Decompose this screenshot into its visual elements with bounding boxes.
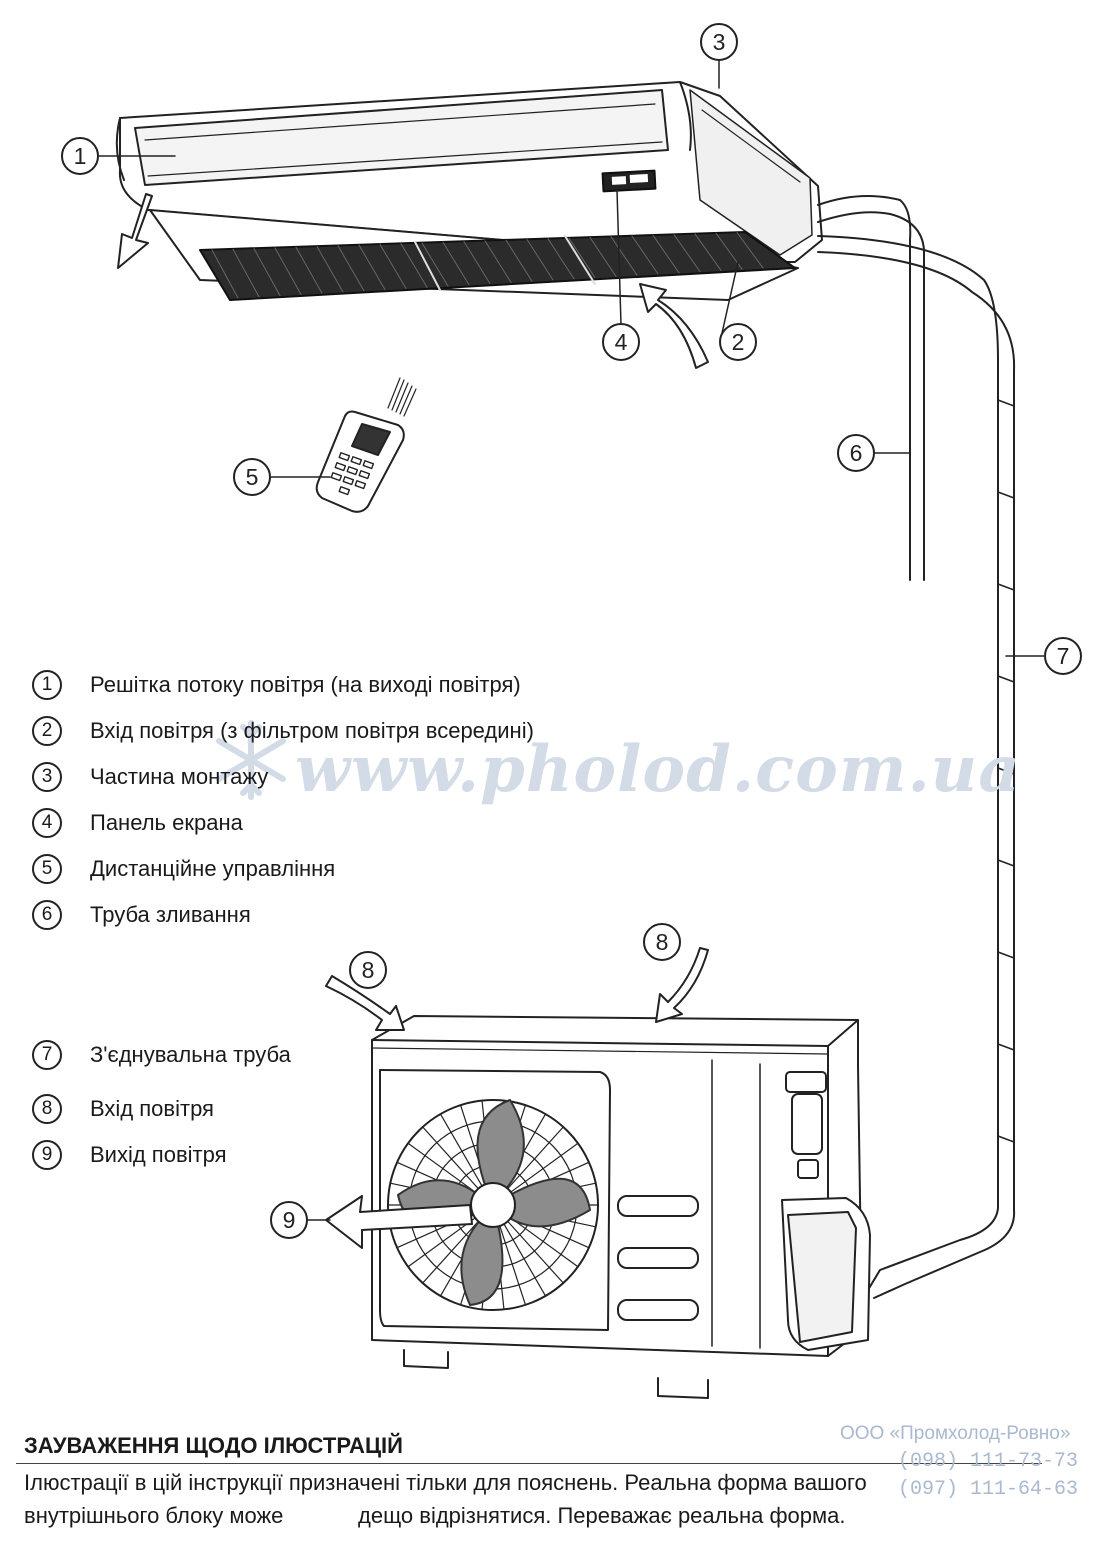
legend-label: Вхід повітря (з фільтром повітря всереди… <box>90 718 534 743</box>
callout-number: 8 <box>362 957 375 983</box>
legend-item: 4 Панель екрана <box>32 808 243 838</box>
company-name: ООО «Промхолод-Ровно» <box>839 1423 1071 1444</box>
callout-number: 5 <box>246 464 259 490</box>
callout-c5: 5 <box>233 458 271 496</box>
legend-item: 9 Вихід повітря <box>32 1140 227 1170</box>
legend-item: 6 Труба зливання <box>32 900 251 930</box>
callout-number: 7 <box>1057 643 1070 669</box>
callout-number: 3 <box>713 29 726 55</box>
legend-item: 8 Вхід повітря <box>32 1094 214 1124</box>
legend-label: Труба зливання <box>90 902 251 927</box>
legend-label: З'єднувальна труба <box>90 1042 291 1067</box>
service-valves <box>785 1071 827 1179</box>
note-divider <box>16 1463 1042 1464</box>
outdoor-unit <box>371 1015 871 1399</box>
note-line-2a: внутрішнього блоку може <box>24 1503 284 1528</box>
callout-c8a: 8 <box>349 951 387 989</box>
callout-c4: 4 <box>602 323 640 361</box>
terminal-cover <box>781 1197 871 1351</box>
company-info: ООО «Промхолод-Ровно» (098) 111-73-73 (0… <box>840 1420 1078 1504</box>
inlet-grille <box>199 231 796 301</box>
legend-item: 5 Дистанційне управління <box>32 854 335 884</box>
callout-c9: 9 <box>270 1201 308 1239</box>
connecting-pipe <box>817 235 1016 1299</box>
watermark: www.pholod.com.ua <box>295 732 1021 807</box>
callout-c1: 1 <box>61 137 99 175</box>
legend-number: 2 <box>32 716 62 746</box>
company-phone-2: (097) 111-64-63 <box>897 1478 1078 1501</box>
legend-item: 7 З'єднувальна труба <box>32 1040 291 1070</box>
legend-label: Вхід повітря <box>90 1096 214 1121</box>
callout-c8b: 8 <box>643 923 681 961</box>
outlet-arrow <box>117 193 153 269</box>
legend-number: 6 <box>32 900 62 930</box>
callout-c7: 7 <box>1044 637 1082 675</box>
legend-number: 1 <box>32 670 62 700</box>
legend-label: Панель екрана <box>90 810 243 835</box>
snowflake-icon <box>216 720 286 800</box>
legend-label: Частина монтажу <box>90 764 269 789</box>
legend-number: 7 <box>32 1040 62 1070</box>
legend-number: 9 <box>32 1140 62 1170</box>
legend-item: 1 Решітка потоку повітря (на виході повіт… <box>32 670 521 700</box>
callout-number: 6 <box>850 440 863 466</box>
display-panel <box>601 169 657 193</box>
callout-c3: 3 <box>700 23 738 61</box>
legend-label: Дистанційне управління <box>90 856 336 881</box>
callout-number: 4 <box>615 329 628 355</box>
legend-number: 3 <box>32 762 62 792</box>
note-line-2b: дещо відрізнятися. Переважає реальна фор… <box>358 1503 846 1528</box>
legend-item: 2 Вхід повітря (з фільтром повітря всеред… <box>32 716 534 746</box>
company-phone-1: (098) 111-73-73 <box>897 1450 1078 1473</box>
remote-control <box>315 377 417 513</box>
callout-number: 1 <box>74 143 87 169</box>
ir-signal <box>387 377 417 417</box>
air-inlet-arrow-top <box>655 947 709 1023</box>
callout-number: 8 <box>656 929 669 955</box>
legend-number: 8 <box>32 1094 62 1124</box>
legend-number: 5 <box>32 854 62 884</box>
air-outlet-arrow <box>325 1195 473 1249</box>
legend-number: 4 <box>32 808 62 838</box>
legend-label: Решітка потоку повітря (на виході повітр… <box>90 672 521 697</box>
note-title: ЗАУВАЖЕННЯ ЩОДО ІЛЮСТРАЦІЙ <box>24 1433 403 1458</box>
callout-c6: 6 <box>837 434 875 472</box>
fan <box>387 1099 599 1311</box>
indoor-unit <box>115 81 823 369</box>
inlet-arrow <box>639 283 709 369</box>
drain-pipe <box>817 195 925 581</box>
callout-c2: 2 <box>719 323 757 361</box>
air-inlet-arrow-left <box>325 975 405 1031</box>
note-line-1: Ілюстрації в цій інструкції призначені т… <box>24 1470 867 1495</box>
legend-item: 3 Частина монтажу <box>32 762 268 792</box>
callout-number: 2 <box>732 329 745 355</box>
callout-number: 9 <box>283 1207 296 1233</box>
side-vents <box>617 1059 761 1349</box>
legend-label: Вихід повітря <box>90 1142 227 1167</box>
